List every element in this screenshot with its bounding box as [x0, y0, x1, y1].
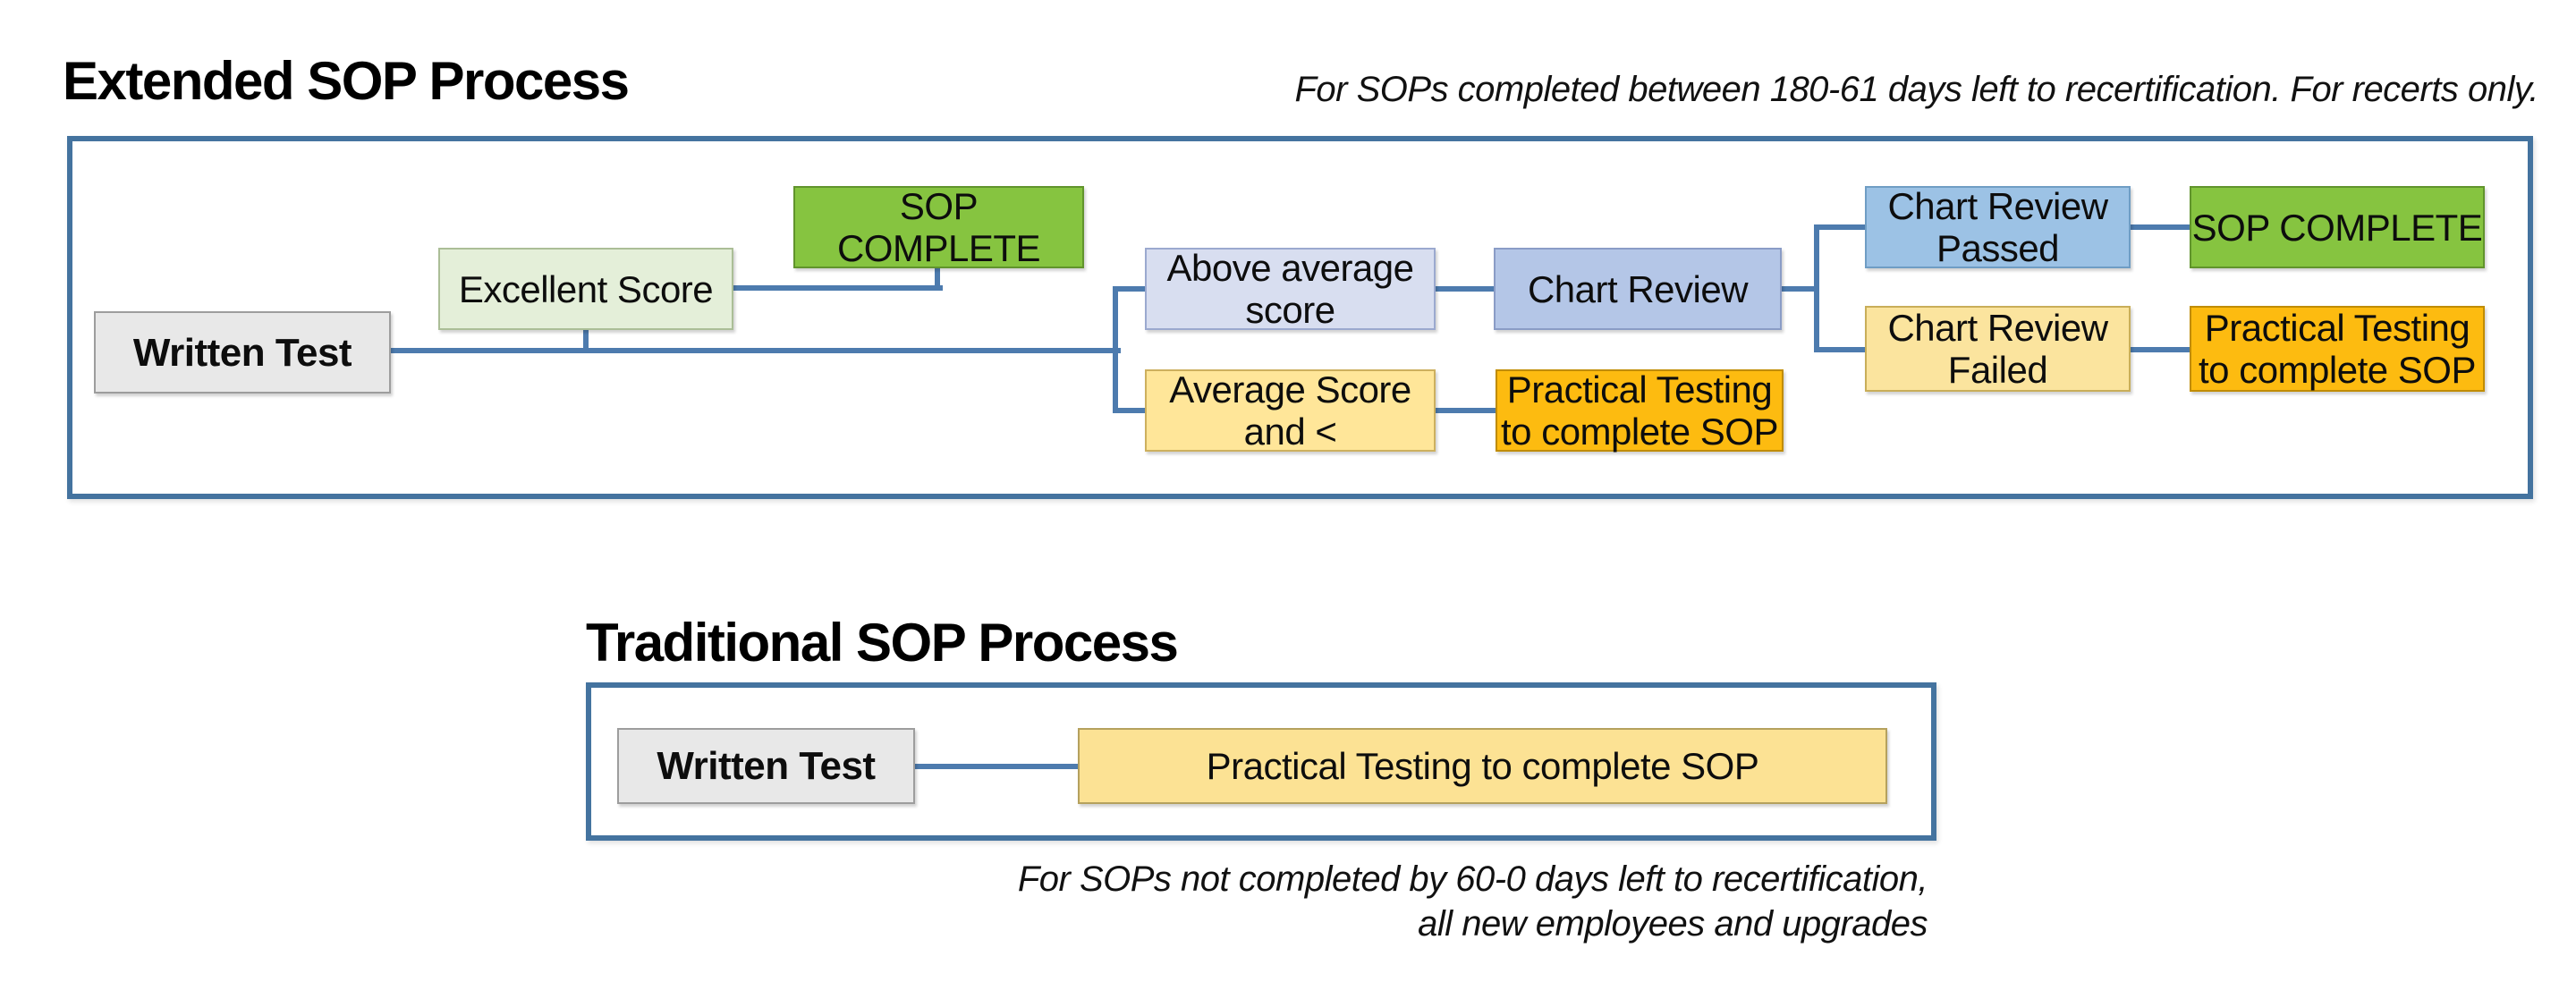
- box-excellent-score: Excellent Score: [438, 248, 733, 330]
- connector-above-to-chart-review: [1436, 286, 1494, 292]
- box-traditional-written-test: Written Test: [617, 728, 915, 804]
- box-chart-review: Chart Review: [1494, 248, 1782, 330]
- connector-chart-review-to-elbow: [1782, 286, 1819, 292]
- box-sop-complete-final: SOP COMPLETE: [2190, 186, 2485, 268]
- traditional-section-caption: For SOPs not completed by 60-0 days left…: [1018, 857, 1928, 946]
- box-chart-review-passed: Chart Review Passed: [1865, 185, 2131, 269]
- connector-branch-vertical: [1113, 286, 1118, 413]
- traditional-section-title: Traditional SOP Process: [586, 613, 1179, 673]
- connector-excellent-stub-down: [583, 330, 589, 353]
- connector-branch-to-failed: [1814, 347, 1865, 352]
- traditional-caption-line1: For SOPs not completed by 60-0 days left…: [1017, 859, 1928, 899]
- box-chart-review-failed: Chart Review Failed: [1865, 306, 2131, 392]
- box-practical-testing-mid: Practical Testing to complete SOP: [1496, 368, 1784, 453]
- box-sop-complete-first: SOP COMPLETE: [793, 185, 1084, 269]
- connector-failed-to-practical: [2131, 347, 2190, 352]
- box-average-score: Average Score and <: [1145, 368, 1436, 453]
- connector-branch-to-passed: [1814, 224, 1865, 230]
- connector-branch-to-average: [1113, 408, 1147, 413]
- box-traditional-practical-testing: Practical Testing to complete SOP: [1078, 728, 1887, 804]
- connector-average-to-practical: [1436, 408, 1496, 413]
- extended-section-caption: For SOPs completed between 180-61 days l…: [1294, 70, 2538, 109]
- extended-section-title: Extended SOP Process: [63, 51, 630, 111]
- box-written-test: Written Test: [94, 311, 391, 394]
- connector-traditional-written-to-practical: [915, 764, 1078, 769]
- box-above-average-score: Above average score: [1145, 247, 1436, 331]
- connector-branch-to-above-average: [1113, 286, 1147, 292]
- connector-passed-to-sop-complete: [2131, 224, 2190, 230]
- connector-elbow-up-sop-complete: [935, 268, 940, 291]
- box-practical-testing-final: Practical Testing to complete SOP: [2190, 306, 2485, 392]
- connector-excellent-to-elbow: [733, 285, 943, 291]
- connector-review-branch-vertical: [1814, 224, 1819, 352]
- traditional-caption-line2: all new employees and upgrades: [1418, 904, 1928, 944]
- connector-written-to-branch: [391, 348, 1121, 353]
